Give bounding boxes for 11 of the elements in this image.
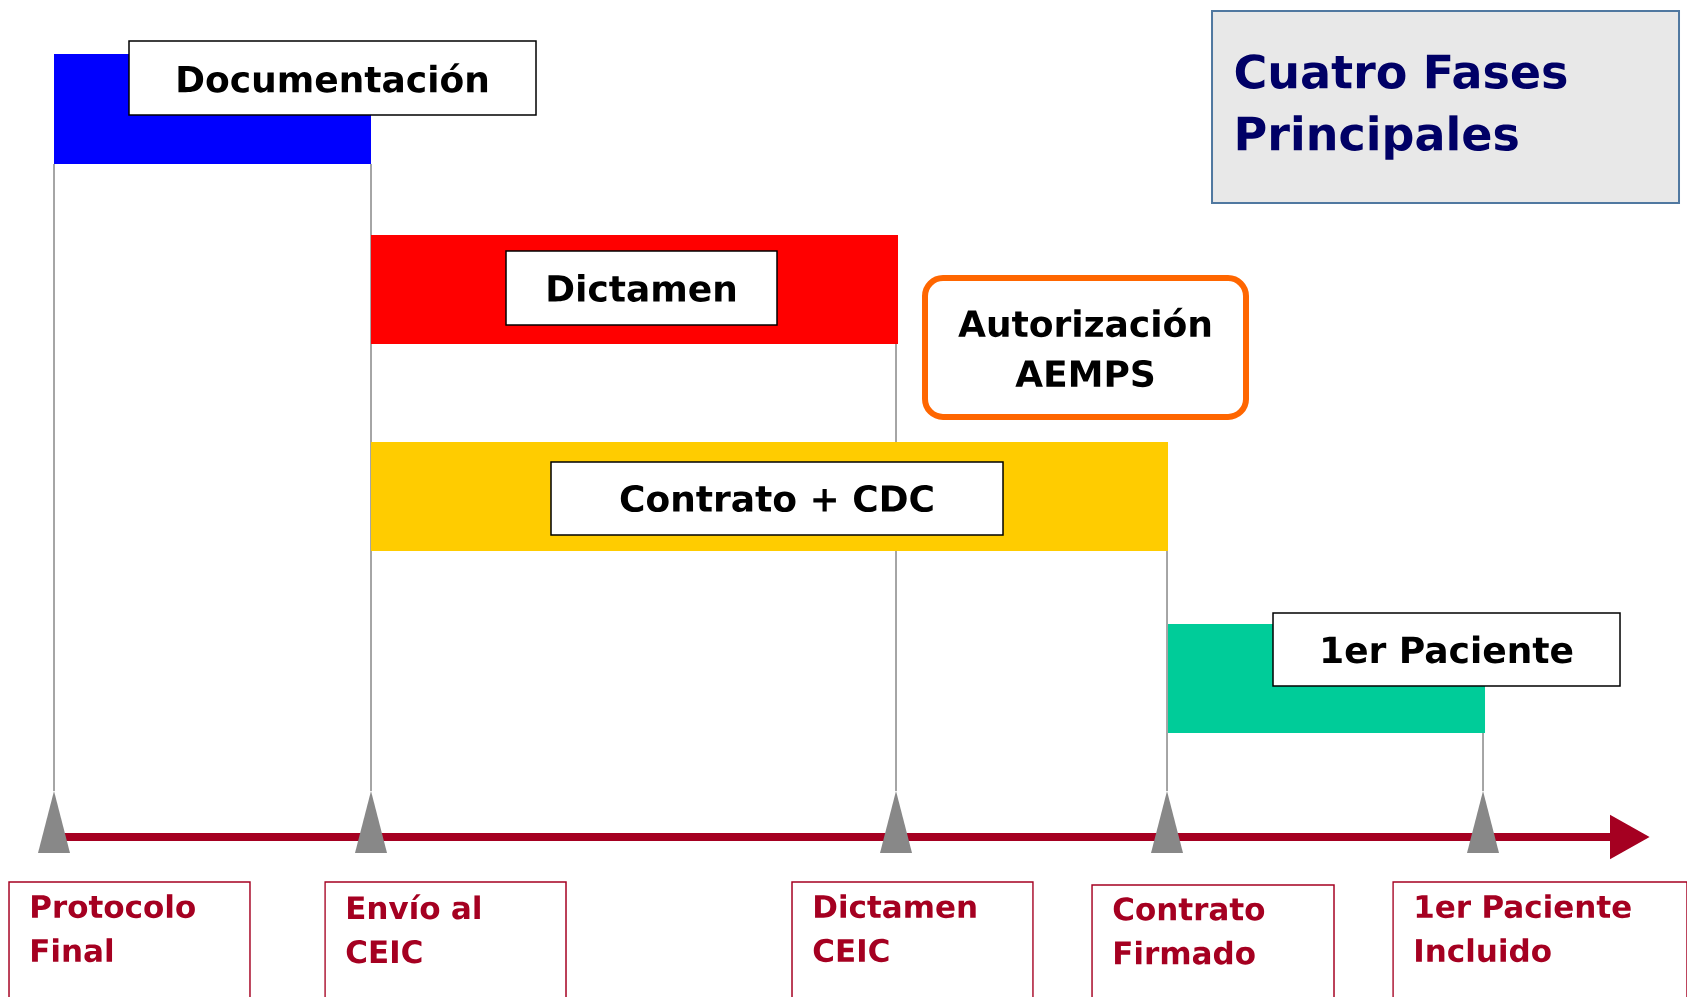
title-box: Cuatro Fases Principales xyxy=(1211,10,1680,204)
phase-label: Dictamen xyxy=(505,250,778,326)
phase-label: 1er Paciente xyxy=(1272,612,1621,687)
milestone-box: Envío al CEIC xyxy=(324,881,567,997)
phase-label: Contrato + CDC xyxy=(550,461,1004,536)
milestone-box: Protocolo Final xyxy=(8,881,251,997)
milestone-box: Dictamen CEIC xyxy=(791,881,1034,997)
authorization-box: Autorización AEMPS xyxy=(922,275,1249,420)
milestone-box: Contrato Firmado xyxy=(1091,884,1335,997)
milestone-box: 1er Paciente Incluido xyxy=(1392,881,1687,997)
phase-label: Documentación xyxy=(128,40,537,116)
